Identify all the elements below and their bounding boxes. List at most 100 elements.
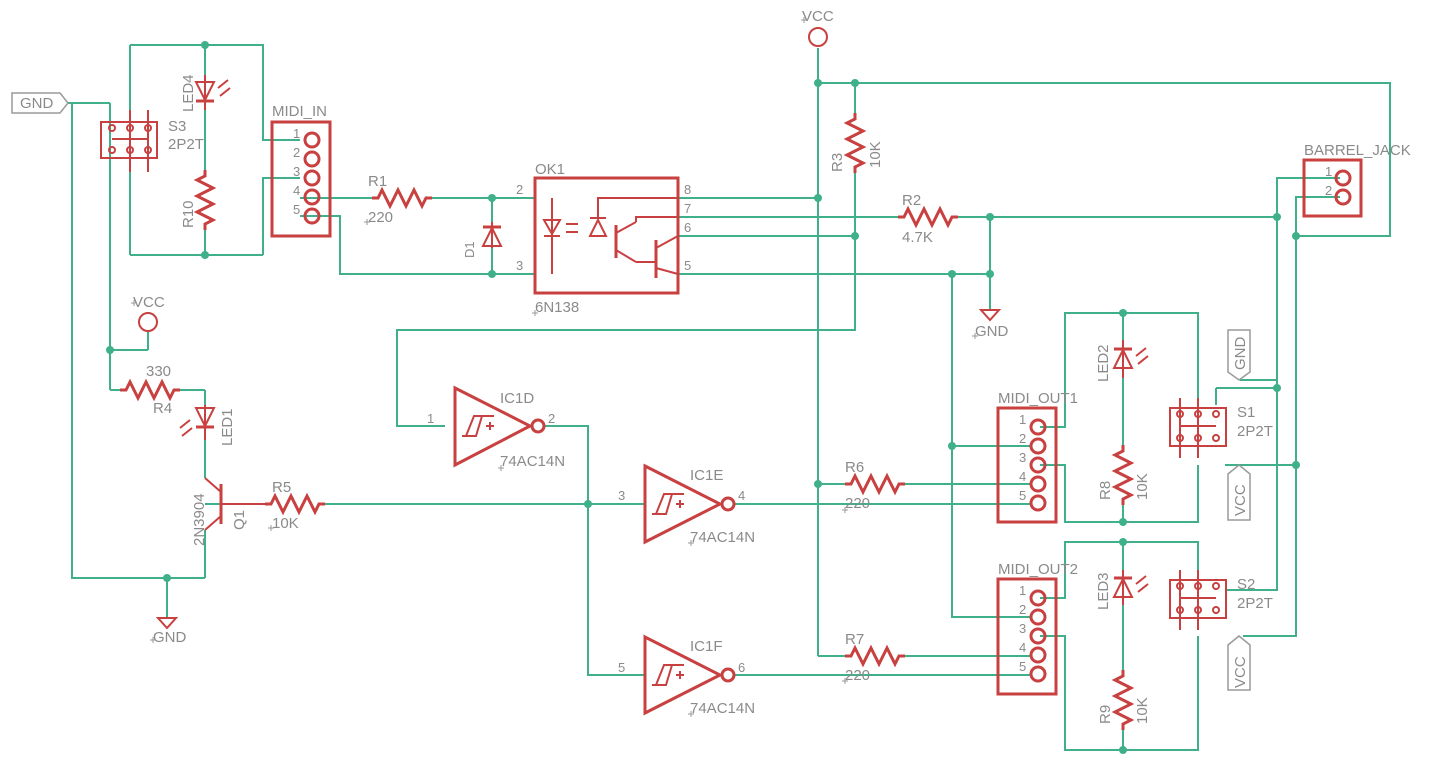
svg-text:2: 2 — [548, 411, 555, 426]
svg-text:330: 330 — [146, 363, 171, 380]
svg-text:S2: S2 — [1237, 576, 1255, 593]
svg-text:220: 220 — [368, 209, 393, 226]
resistor-r3: R3 10K — [829, 111, 884, 175]
svg-text:7: 7 — [684, 201, 691, 216]
junctions — [106, 41, 1300, 754]
svg-text:BARREL_JACK: BARREL_JACK — [1304, 142, 1411, 159]
svg-text:MIDI_OUT1: MIDI_OUT1 — [998, 390, 1078, 407]
svg-text:4: 4 — [293, 183, 300, 198]
resistor-r1: R1 220 — [368, 173, 434, 226]
svg-text:LED4: LED4 — [180, 74, 197, 112]
svg-text:2P2T: 2P2T — [1237, 423, 1273, 440]
svg-text:74AC14N: 74AC14N — [690, 700, 755, 717]
svg-text:S3: S3 — [168, 118, 186, 135]
origin-marks — [131, 17, 978, 717]
svg-text:2: 2 — [293, 145, 300, 160]
svg-text:OK1: OK1 — [535, 161, 565, 178]
svg-text:1: 1 — [293, 126, 300, 141]
svg-text:GND: GND — [20, 95, 54, 112]
svg-text:6: 6 — [738, 660, 745, 675]
svg-text:IC1D: IC1D — [500, 390, 534, 407]
svg-text:S1: S1 — [1237, 404, 1255, 421]
svg-text:5: 5 — [1019, 659, 1026, 674]
svg-text:10K: 10K — [272, 515, 299, 532]
svg-text:10K: 10K — [1134, 473, 1151, 500]
svg-text:R9: R9 — [1097, 705, 1114, 724]
svg-text:3: 3 — [618, 488, 625, 503]
connector-barrel-jack: 1 2 BARREL_JACK — [1302, 142, 1411, 218]
svg-text:5: 5 — [618, 660, 625, 675]
svg-text:VCC: VCC — [133, 294, 165, 311]
svg-text:IC1F: IC1F — [690, 638, 723, 655]
svg-text:R6: R6 — [845, 459, 864, 476]
resistor-r7: R7 220 — [843, 631, 907, 684]
switch-s2: S2 2P2T — [1169, 570, 1273, 630]
svg-text:R7: R7 — [845, 631, 864, 648]
svg-text:2: 2 — [1019, 602, 1026, 617]
svg-text:VCC: VCC — [1232, 656, 1249, 688]
gnd-symbol-bottom: GND — [153, 617, 187, 646]
svg-text:2: 2 — [1019, 431, 1026, 446]
svg-text:1: 1 — [1019, 583, 1026, 598]
resistor-r6: R6 220 — [843, 459, 907, 512]
svg-text:10K: 10K — [1134, 697, 1151, 724]
svg-text:5: 5 — [684, 258, 691, 273]
inverter-ic1f: 5 6 IC1F 74AC14N — [618, 634, 755, 717]
vcc-symbol-top: VCC — [802, 8, 834, 47]
svg-text:220: 220 — [845, 667, 870, 684]
svg-text:74AC14N: 74AC14N — [500, 453, 565, 470]
resistor-r2: R2 4.7K — [896, 192, 960, 246]
svg-text:6: 6 — [684, 220, 691, 235]
vcc-tag-s1: VCC — [1227, 464, 1251, 521]
gnd-tag-s1: GND — [1227, 329, 1251, 381]
svg-text:74AC14N: 74AC14N — [690, 529, 755, 546]
led-led2: LED2 — [1095, 340, 1149, 382]
svg-text:10K: 10K — [867, 141, 884, 168]
svg-text:GND: GND — [975, 323, 1009, 340]
svg-text:R3: R3 — [829, 153, 846, 172]
switch-s3: S3 2P2T — [100, 110, 204, 172]
svg-text:3: 3 — [1019, 450, 1026, 465]
optocoupler-ok1: 2 3 8 7 6 5 OK1 6N138 — [516, 161, 691, 316]
led-led1: LED1 — [179, 405, 236, 446]
svg-text:3: 3 — [516, 258, 523, 273]
svg-text:Q1: Q1 — [231, 510, 248, 530]
svg-text:GND: GND — [153, 629, 187, 646]
vcc-tag-s2: VCC — [1227, 635, 1251, 691]
svg-text:220: 220 — [845, 495, 870, 512]
inverter-ic1d: 1 2 IC1D 74AC14N — [427, 385, 565, 470]
svg-text:LED3: LED3 — [1095, 572, 1112, 610]
vcc-symbol-left: VCC — [133, 294, 165, 332]
wires — [67, 44, 1391, 751]
connector-midi-out1: 1 2 3 4 5 MIDI_OUT1 — [996, 390, 1078, 524]
svg-text:R10: R10 — [180, 200, 197, 228]
svg-text:8: 8 — [684, 182, 691, 197]
resistor-r4: 330 R4 — [118, 363, 182, 417]
led-led4: LED4 — [180, 74, 231, 112]
svg-text:6N138: 6N138 — [535, 299, 579, 316]
svg-text:5: 5 — [293, 202, 300, 217]
svg-text:3: 3 — [1019, 621, 1026, 636]
svg-text:MIDI_OUT2: MIDI_OUT2 — [998, 561, 1078, 578]
svg-text:R5: R5 — [272, 479, 291, 496]
svg-text:3: 3 — [293, 164, 300, 179]
diode-d1: D1 — [462, 222, 503, 258]
svg-text:R8: R8 — [1097, 481, 1114, 500]
svg-text:VCC: VCC — [1232, 484, 1249, 516]
svg-text:VCC: VCC — [802, 8, 834, 25]
resistor-r5: R5 10K — [263, 479, 327, 532]
svg-text:1: 1 — [1019, 412, 1026, 427]
svg-text:2N3904: 2N3904 — [191, 493, 208, 546]
svg-text:MIDI_IN: MIDI_IN — [272, 103, 327, 120]
gnd-symbol-ok1: GND — [975, 309, 1009, 340]
resistor-r8: R8 10K — [1097, 443, 1151, 507]
svg-text:R1: R1 — [368, 173, 387, 190]
svg-text:4.7K: 4.7K — [902, 229, 933, 246]
led-led3: LED3 — [1095, 570, 1149, 610]
svg-text:2: 2 — [516, 182, 523, 197]
connector-midi-in: 1 2 3 4 5 MIDI_IN — [270, 103, 332, 238]
resistor-r10: R10 — [180, 168, 215, 232]
svg-text:IC1E: IC1E — [690, 467, 723, 484]
svg-text:GND: GND — [1232, 337, 1249, 371]
